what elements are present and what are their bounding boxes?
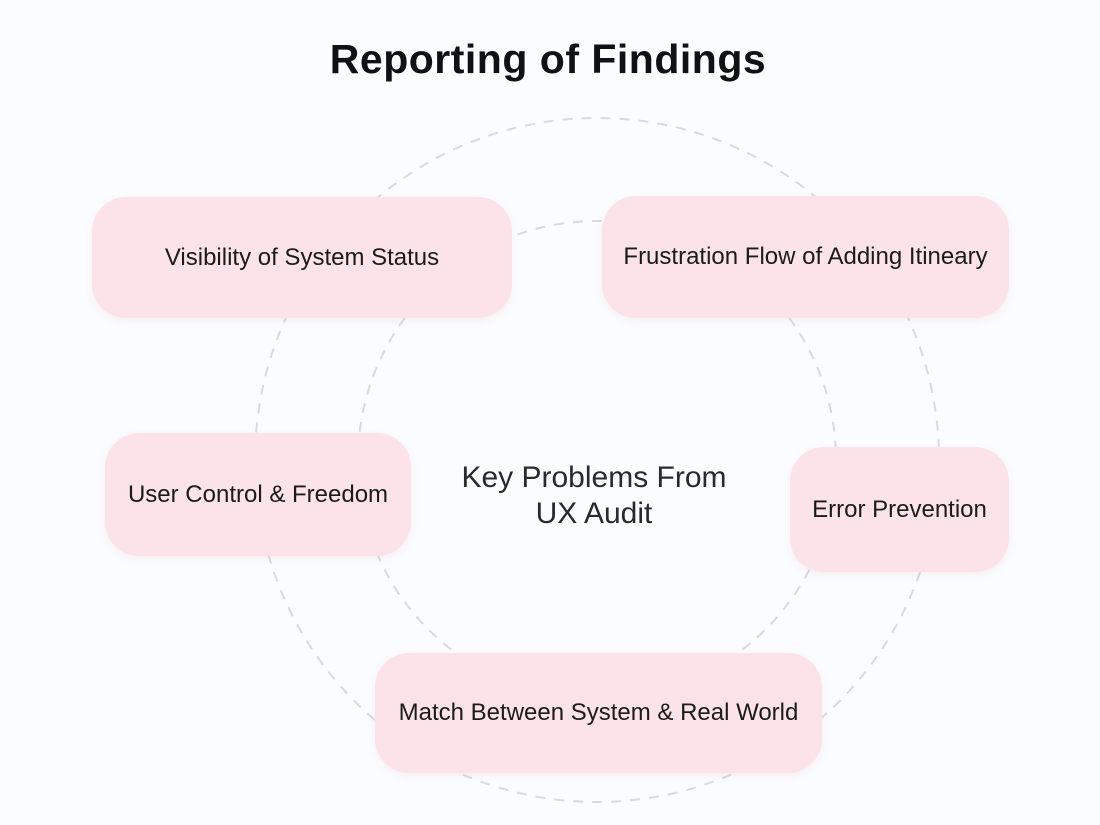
node-user-control-freedom[interactable]: User Control & Freedom — [105, 433, 411, 556]
node-label: User Control & Freedom — [127, 480, 389, 508]
node-visibility-of-system-status[interactable]: Visibility of System Status — [92, 197, 512, 318]
node-label: Match Between System & Real World — [398, 699, 799, 726]
node-label: Visibility of System Status — [164, 243, 440, 271]
center-label-line2: UX Audit — [535, 497, 653, 530]
node-label: Error Prevention — [812, 495, 987, 523]
node-label: Frustration Flow of Adding Itineary — [623, 243, 988, 270]
center-label: Key Problems From UX Audit — [394, 460, 794, 532]
node-match-between-system-real-world[interactable]: Match Between System & Real World — [375, 653, 822, 773]
page-title: Reporting of Findings — [329, 36, 767, 82]
node-error-prevention[interactable]: Error Prevention — [790, 447, 1009, 572]
node-frustration-flow-adding-itineary[interactable]: Frustration Flow of Adding Itineary — [602, 196, 1009, 318]
center-label-line1: Key Problems From — [461, 461, 727, 494]
